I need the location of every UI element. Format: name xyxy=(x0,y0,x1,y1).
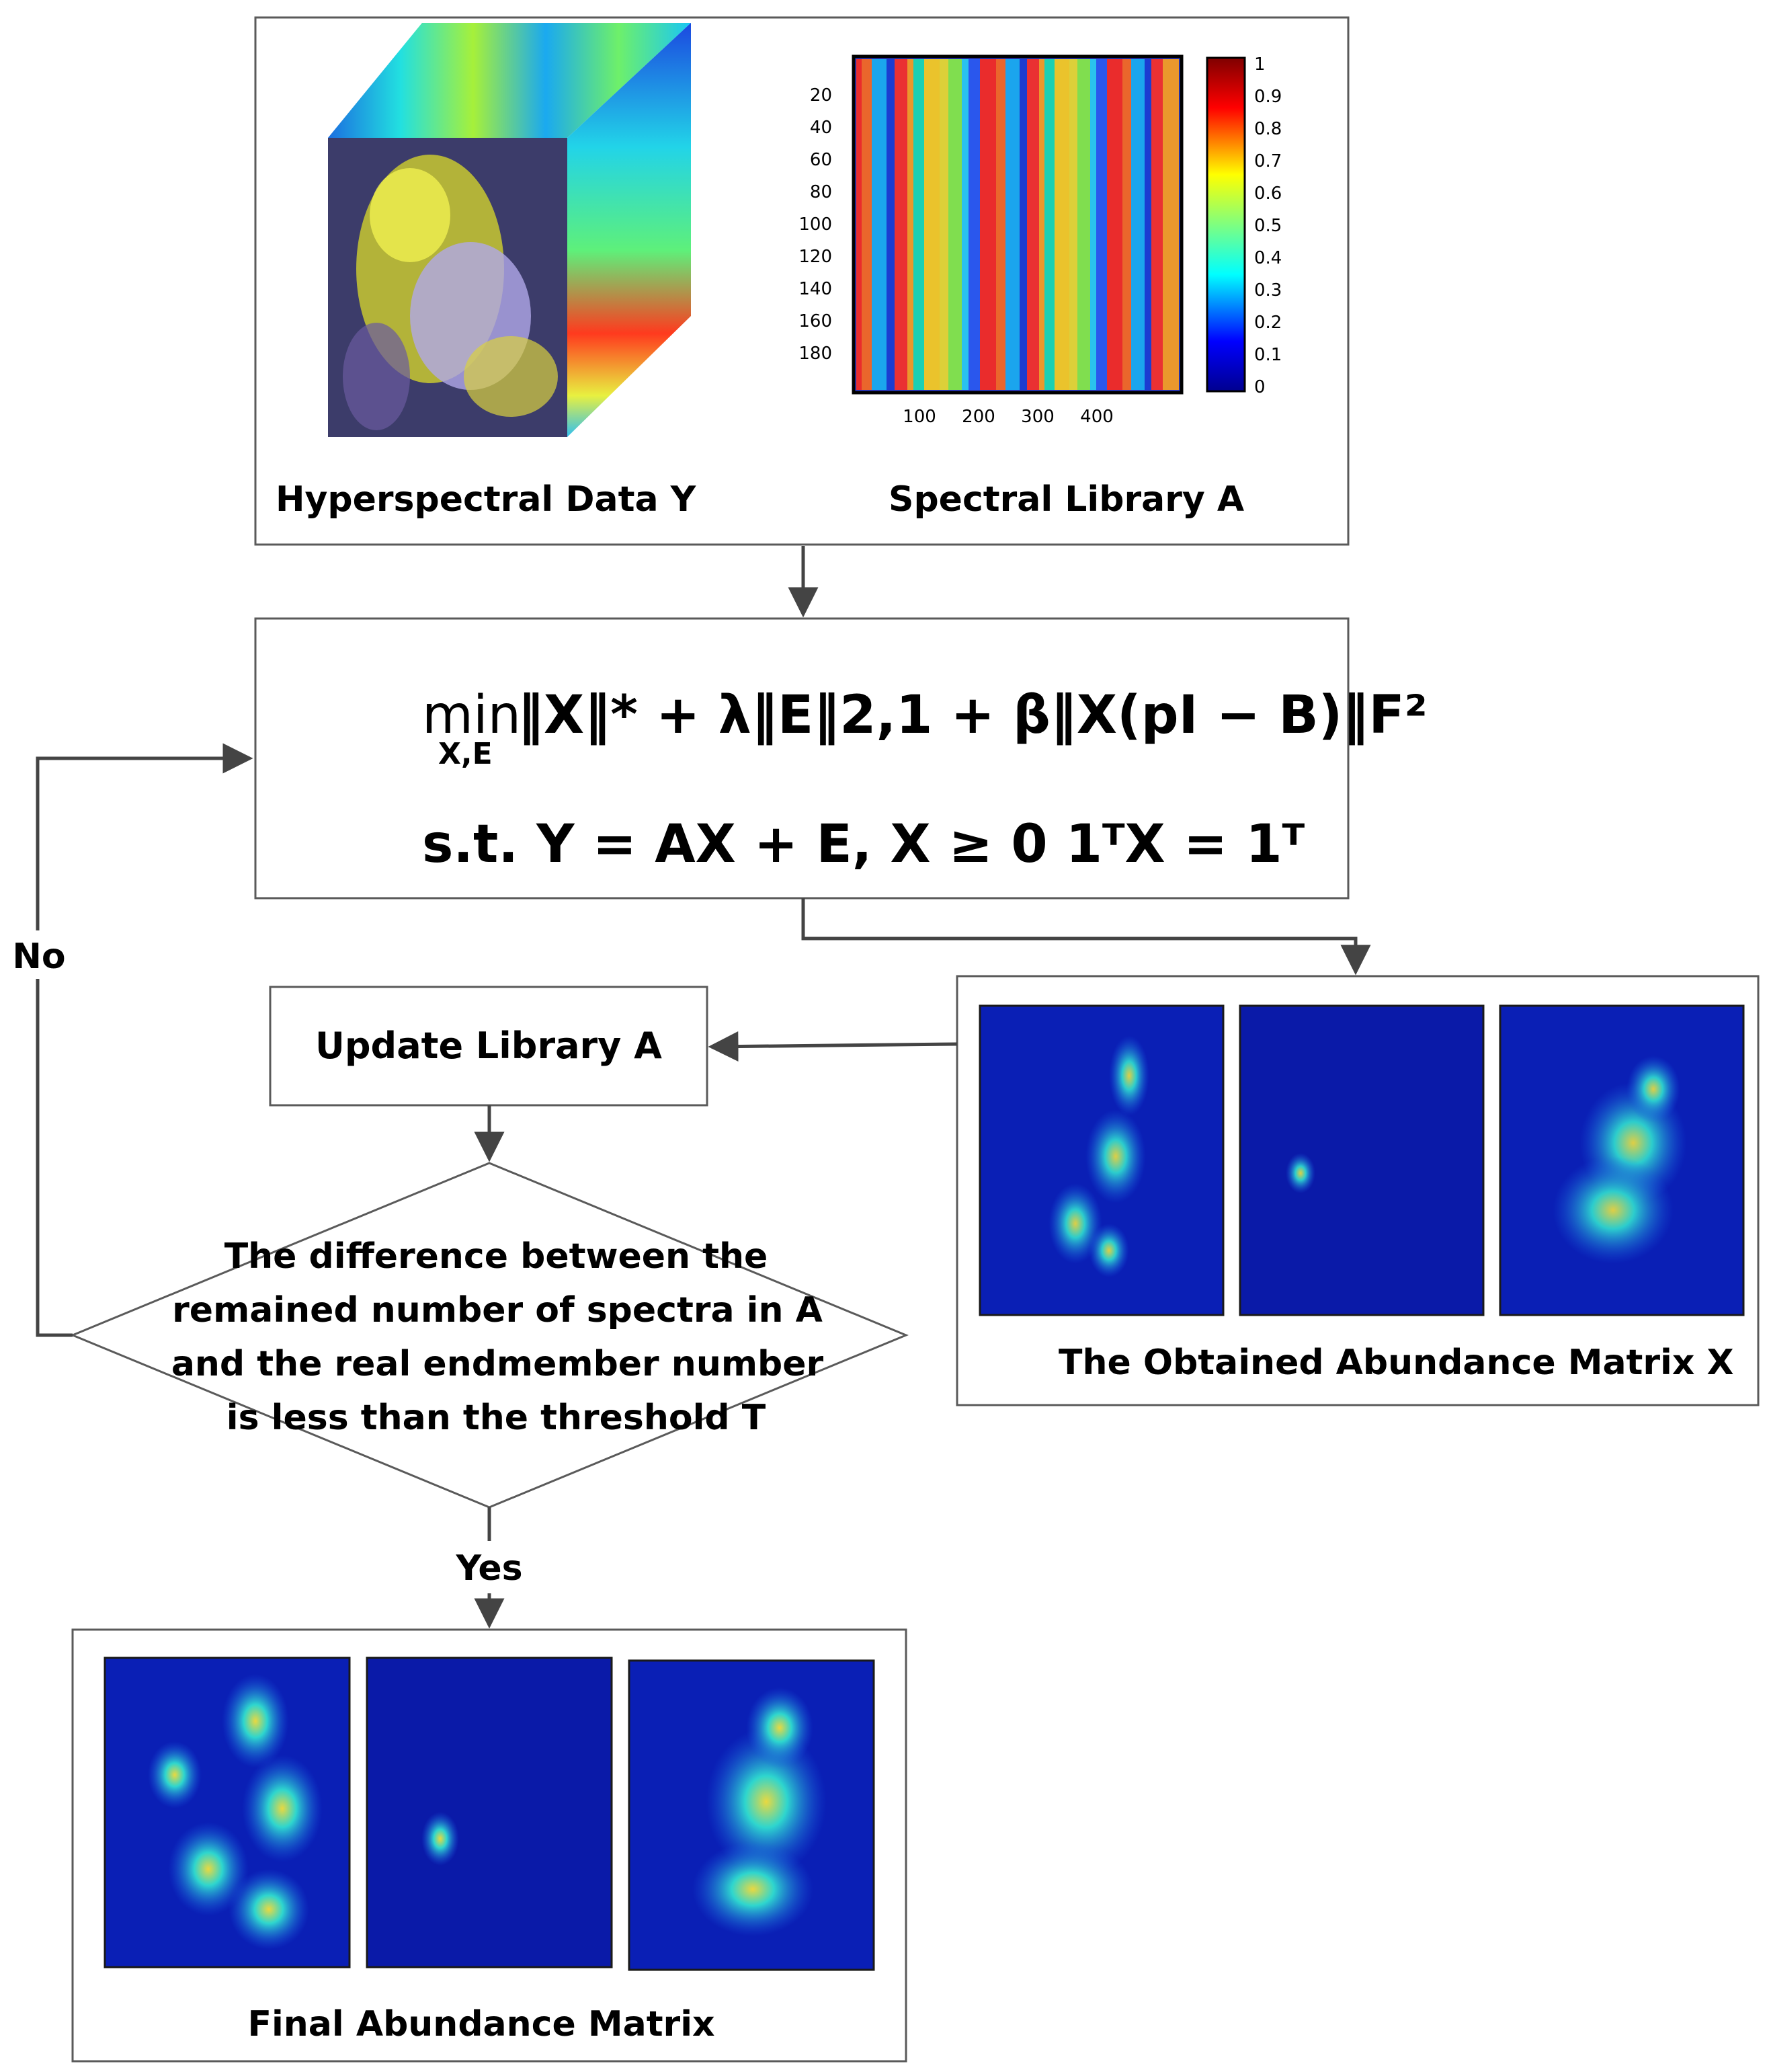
heatmap-stripe xyxy=(1055,59,1069,390)
heatmap-stripe xyxy=(1096,59,1107,390)
heatmap-stripe xyxy=(962,59,969,390)
heatmap-stripe xyxy=(1020,59,1027,390)
heatmap-stripe xyxy=(924,59,940,390)
colorbar-tick: 0.6 xyxy=(1254,184,1282,204)
heatmap-stripe xyxy=(1131,59,1145,390)
heatmap-stripe xyxy=(872,59,887,390)
heatmap-stripe xyxy=(948,59,962,390)
heatmap-stripe xyxy=(913,59,924,390)
heatmap-stripe xyxy=(1044,59,1055,390)
heatmap-stripe xyxy=(1039,59,1044,390)
objective-formula: min X,E ‖X‖* + λ‖E‖2,1 + β‖X(pI − B)‖F² … xyxy=(422,685,1428,875)
heatmap-stripe xyxy=(862,59,872,390)
library-xtick: 200 xyxy=(962,407,995,427)
library-ytick: 120 xyxy=(798,247,832,267)
objective-line-2: s.t. Y = AX + E, X ≥ 0 1ᵀX = 1ᵀ xyxy=(422,814,1305,875)
heatmap-stripe xyxy=(1151,59,1163,390)
colorbar-tick: 0.9 xyxy=(1254,87,1282,107)
min-operator: min xyxy=(422,685,521,746)
obtained-map-2 xyxy=(1239,1004,1485,1316)
update-library-box xyxy=(269,986,708,1107)
library-ytick: 60 xyxy=(810,150,832,170)
colorbar-tick: 0.2 xyxy=(1254,313,1282,333)
obtained-abundance-maps xyxy=(979,1004,1745,1316)
colorbar-tick: 0.5 xyxy=(1254,216,1282,236)
arrow-no-loop xyxy=(36,743,253,1337)
colorbar-tick: 0.7 xyxy=(1254,151,1282,171)
final-abundance-label: Final Abundance Matrix xyxy=(247,2004,714,2044)
heatmap-stripe xyxy=(1163,59,1179,390)
obtained-abundance-label: The Obtained Abundance Matrix X xyxy=(1059,1343,1734,1383)
arrow-to-update-library xyxy=(708,1031,958,1062)
min-subscript: X,E xyxy=(438,737,493,771)
colorbar-tick: 0 xyxy=(1254,377,1266,397)
arrow-to-obtained-abundance xyxy=(801,898,1371,975)
decision-line-3: and the real endmember number xyxy=(171,1344,824,1384)
spectral-library-heatmap xyxy=(852,54,1184,395)
heatmap-stripe xyxy=(1122,59,1131,390)
no-label-bg xyxy=(9,930,70,979)
no-label: No xyxy=(12,937,65,977)
objective-line-1: ‖X‖* + λ‖E‖2,1 + β‖X(pI − B)‖F² xyxy=(518,685,1428,746)
yes-label: Yes xyxy=(455,1548,522,1589)
library-xtick: 300 xyxy=(1021,407,1055,427)
library-ytick: 160 xyxy=(798,311,832,331)
hyperspectral-cube-image xyxy=(328,23,691,437)
colorbar-tick: 0.3 xyxy=(1254,280,1282,301)
library-ytick: 40 xyxy=(810,118,832,138)
library-ytick: 100 xyxy=(798,214,832,235)
library-ytick: 80 xyxy=(810,182,832,202)
colorbar-tick: 1 xyxy=(1254,54,1266,75)
heatmap-stripe xyxy=(1090,59,1096,390)
heatmap-stripe xyxy=(980,59,996,390)
colorbar-ticks: 1 0.9 0.8 0.7 0.6 0.5 0.4 0.3 0.2 0.1 0 xyxy=(1254,54,1282,397)
heatmap-stripe xyxy=(856,59,862,390)
heatmap-stripe xyxy=(907,59,913,390)
library-xtick: 400 xyxy=(1080,407,1114,427)
heatmap-stripe xyxy=(996,59,1005,390)
heatmap-stripe xyxy=(887,59,895,390)
library-ytick: 20 xyxy=(810,85,832,106)
heatmap-stripe xyxy=(940,59,948,390)
heatmap-stripe xyxy=(1005,59,1020,390)
hyperspectral-data-label: Hyperspectral Data Y xyxy=(276,479,697,520)
decision-line-2: remained number of spectra in A xyxy=(172,1290,823,1330)
decision-diamond xyxy=(70,1162,909,1509)
heatmap-stripe xyxy=(895,59,907,390)
colorbar-tick: 0.4 xyxy=(1254,248,1282,268)
decision-line-4: is less than the threshold T xyxy=(227,1398,766,1438)
colorbar-tick: 0.8 xyxy=(1254,119,1282,139)
library-ytick: 140 xyxy=(798,279,832,299)
objective-box xyxy=(254,617,1350,900)
heatmap-stripe xyxy=(969,59,980,390)
library-yticks: 20 40 60 80 100 120 140 160 180 xyxy=(798,85,832,364)
spectral-library-label: Spectral Library A xyxy=(889,479,1244,520)
decision-line-1: The difference between the xyxy=(224,1236,768,1277)
heatmap-stripe xyxy=(1107,59,1122,390)
heatmap-stripe xyxy=(1069,59,1077,390)
library-ytick: 180 xyxy=(798,344,832,364)
update-library-label: Update Library A xyxy=(315,1025,662,1067)
heatmap-stripe xyxy=(1145,59,1151,390)
library-xticks: 100 200 300 400 xyxy=(903,407,1114,427)
heatmap-stripe xyxy=(1027,59,1039,390)
colorbar xyxy=(1206,56,1246,393)
library-xtick: 100 xyxy=(903,407,936,427)
final-map-2 xyxy=(366,1657,613,1968)
decision-text: The difference between the remained numb… xyxy=(171,1236,824,1438)
colorbar-tick: 0.1 xyxy=(1254,345,1282,365)
heatmap-stripe xyxy=(1077,59,1090,390)
final-abundance-maps xyxy=(104,1657,875,1971)
